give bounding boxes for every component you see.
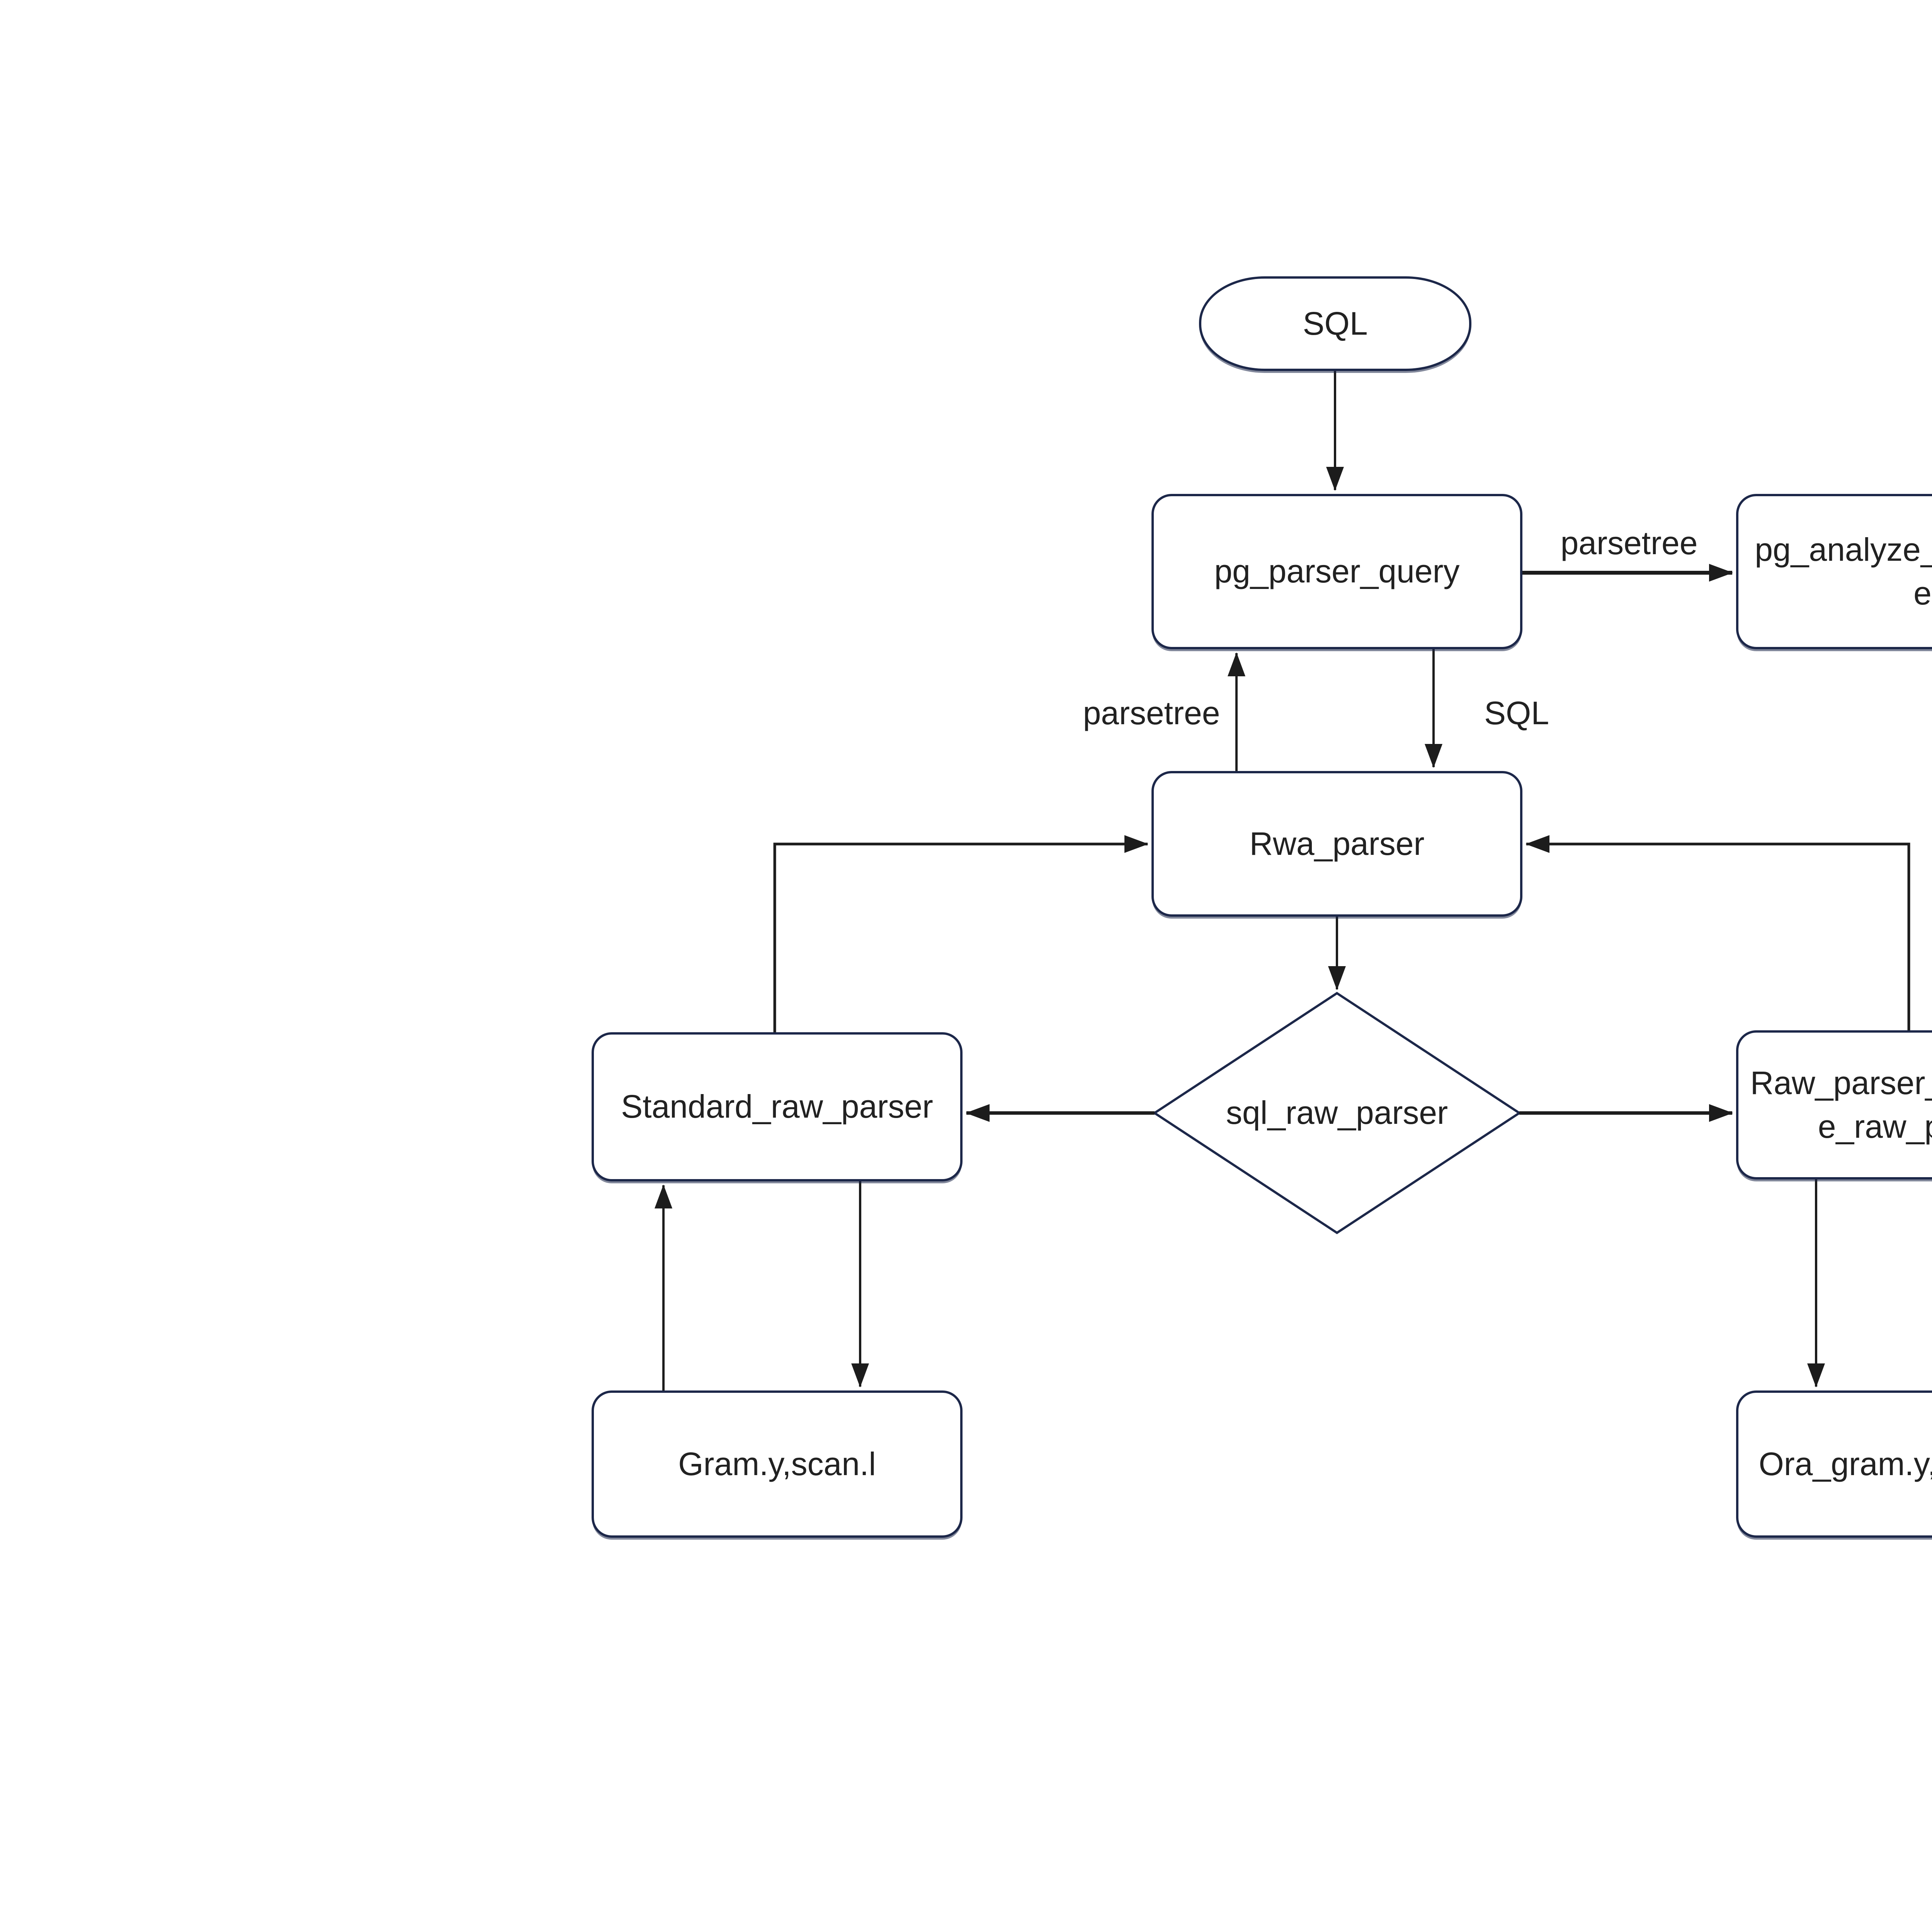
node-raw-parser-hook-label: Raw_parser_hook(oracle_raw_parser) (1750, 1064, 1932, 1145)
node-sql-raw-parser-label: sql_raw_parser (1226, 1094, 1448, 1131)
node-raw-parser-hook: Raw_parser_hook(oracle_raw_parser) (1736, 1030, 1932, 1179)
node-sql-terminator-label: SQL (1303, 305, 1368, 342)
node-ora-gram-scan-label: Ora_gram.y,ora_scan.l (1759, 1445, 1932, 1482)
node-standard-raw-parser: Standard_raw_parser (592, 1032, 963, 1181)
node-gram-scan-label: Gram.y,scan.l (678, 1445, 876, 1482)
node-standard-raw-parser-label: Standard_raw_parser (621, 1088, 933, 1125)
edge-label-parsetree-left: parsetree (1083, 695, 1220, 731)
node-sql-raw-parser-shape (1152, 992, 1522, 1234)
node-sql-terminator: SQL (1199, 276, 1471, 371)
node-rwa-parser-label: Rwa_parser (1249, 825, 1425, 862)
node-gram-scan: Gram.y,scan.l (592, 1390, 963, 1538)
node-pg-analyze-and-rewrite-label: pg_analyze_and_rewrite (1755, 531, 1932, 611)
node-pg-analyze-and-rewrite: pg_analyze_and_rewrite (1736, 494, 1932, 649)
edge-standard-to-rwa (773, 835, 1148, 1032)
node-pg-parser-query: pg_parser_query (1151, 494, 1522, 649)
node-pg-parser-query-label: pg_parser_query (1214, 553, 1460, 590)
node-ora-gram-scan: Ora_gram.y,ora_scan.l (1736, 1390, 1932, 1538)
edge-label-sql-down: SQL (1484, 695, 1549, 731)
node-sql-raw-parser: sql_raw_parser (1163, 1074, 1511, 1152)
node-rwa-parser: Rwa_parser (1151, 771, 1522, 917)
edge-hook-to-rwa (1526, 835, 1910, 1030)
edge-label-parsetree-top: parsetree (1560, 525, 1698, 561)
